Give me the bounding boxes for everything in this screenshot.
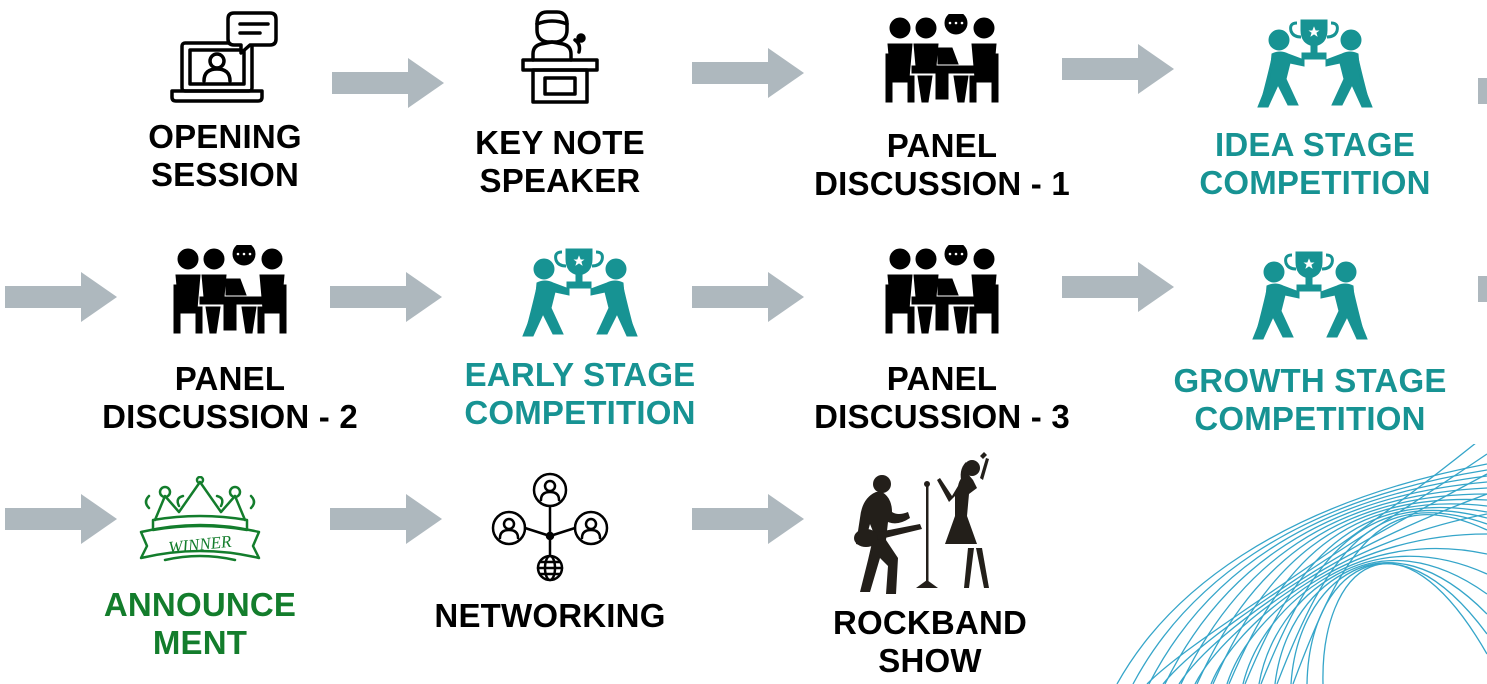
winner-crown-icon: WINNER: [139, 476, 261, 562]
step-label-line2: COMPETITION: [464, 394, 696, 431]
step-announcement: WINNER ANNOUNCE MENT: [70, 476, 330, 662]
step-label-line1: ANNOUNCE: [103, 586, 297, 623]
trophy-competition-icon: [521, 247, 639, 338]
step-label-line2: DISCUSSION - 2: [102, 398, 358, 435]
step-label-line2: SHOW: [878, 642, 982, 679]
panel-discussion-icon: [885, 14, 999, 103]
arrow-stub: [1478, 276, 1487, 302]
step-label-line1: GROWTH STAGE: [1173, 362, 1447, 399]
arrow-right: [692, 494, 804, 544]
step-panel-discussion-1: PANEL DISCUSSION - 1: [782, 14, 1102, 203]
step-label-line1: ROCKBAND: [832, 604, 1028, 641]
step-label-line2: DISCUSSION - 3: [814, 398, 1070, 435]
laptop-video-call-icon: [170, 11, 278, 103]
winner-badge-text: WINNER: [167, 532, 233, 558]
step-label-line2: DISCUSSION - 1: [814, 165, 1070, 202]
step-early-stage-competition: EARLY STAGE COMPETITION: [430, 247, 730, 432]
step-panel-discussion-3: PANEL DISCUSSION - 3: [782, 245, 1102, 436]
arrow-stub: [1478, 78, 1487, 104]
step-label-line1: PANEL: [886, 127, 998, 164]
step-label-line2: COMPETITION: [1194, 400, 1426, 437]
podium-speaker-icon: [521, 10, 599, 104]
arrow-right: [1062, 44, 1174, 94]
step-label-line2: MENT: [152, 624, 248, 661]
step-label-line1: IDEA STAGE: [1214, 126, 1416, 163]
rockband-silhouette-icon: [854, 452, 989, 594]
step-growth-stage-competition: GROWTH STAGE COMPETITION: [1140, 250, 1480, 438]
step-label-line2: COMPETITION: [1199, 164, 1431, 201]
network-people-icon: [491, 472, 609, 582]
arrow-right: [332, 58, 444, 108]
step-panel-discussion-2: PANEL DISCUSSION - 2: [70, 245, 390, 436]
step-opening-session: OPENING SESSION: [95, 5, 355, 194]
step-label-line2: SPEAKER: [479, 162, 641, 199]
step-rockband-show: ROCKBAND SHOW: [800, 452, 1060, 680]
step-label-line1: PANEL: [174, 360, 286, 397]
step-networking: NETWORKING: [420, 470, 680, 635]
step-idea-stage-competition: IDEA STAGE COMPETITION: [1160, 18, 1470, 202]
step-label-line1: KEY NOTE: [475, 124, 645, 161]
step-label-line1: OPENING: [148, 118, 302, 155]
step-label-line1: NETWORKING: [434, 597, 666, 634]
panel-discussion-icon: [173, 245, 287, 334]
decorative-wave-mesh: [1116, 444, 1487, 684]
step-label-line2: SESSION: [150, 156, 300, 193]
step-label-line1: PANEL: [886, 360, 998, 397]
step-label-line1: EARLY STAGE: [464, 356, 696, 393]
trophy-competition-icon: [1251, 250, 1369, 341]
step-keynote-speaker: KEY NOTE SPEAKER: [430, 8, 690, 200]
arrow-right: [330, 272, 442, 322]
panel-discussion-icon: [885, 245, 999, 334]
trophy-competition-icon: [1256, 18, 1374, 109]
